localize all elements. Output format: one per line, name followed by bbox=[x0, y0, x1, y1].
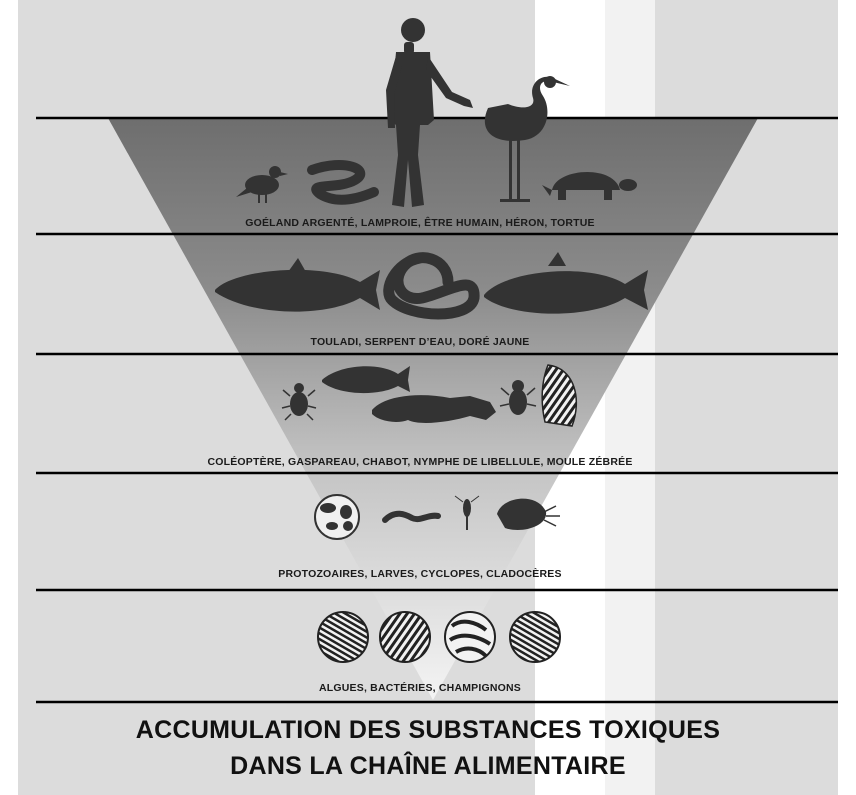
algae-icon bbox=[318, 612, 368, 662]
level-5-label: ALGUES, BACTÉRIES, CHAMPIGNONS bbox=[120, 682, 720, 694]
level-3-label: COLÉOPTÈRE, GASPAREAU, CHABOT, NYMPHE DE… bbox=[120, 456, 720, 468]
decomposer-icon bbox=[510, 612, 560, 662]
level-1-label: GOÉLAND ARGENTÉ, LAMPROIE, ÊTRE HUMAIN, … bbox=[120, 217, 720, 229]
title-line-1: ACCUMULATION DES SUBSTANCES TOXIQUES bbox=[0, 716, 856, 745]
level-2-label: TOULADI, SERPENT D’EAU, DORÉ JAUNE bbox=[120, 336, 720, 348]
protozoa-icon bbox=[315, 495, 359, 539]
bacteria-icon bbox=[380, 612, 430, 662]
fungi-icon bbox=[445, 612, 495, 662]
cladocera-icon bbox=[497, 499, 560, 530]
title-line-2: DANS LA CHAÎNE ALIMENTAIRE bbox=[0, 752, 856, 781]
level-4-label: PROTOZOAIRES, LARVES, CYCLOPES, CLADOCÈR… bbox=[120, 568, 720, 580]
